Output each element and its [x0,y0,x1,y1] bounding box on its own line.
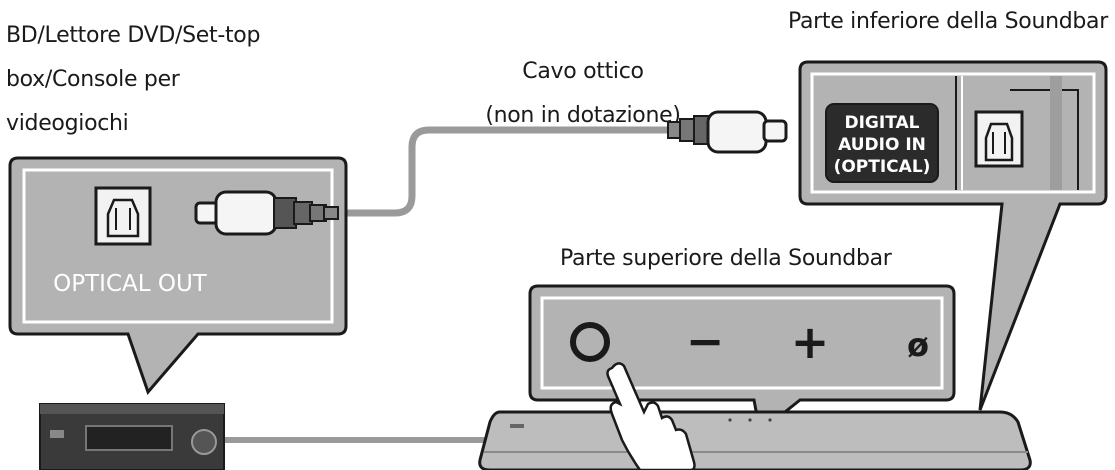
left-optical-plug [194,190,339,236]
optical-out-label: OPTICAL OUT [53,271,208,297]
soundbar-top-label: Parte superiore della Soundbar [560,246,892,271]
digital-audio-in-port-icon [974,110,1024,168]
digital-audio-in-line-1: DIGITAL [845,113,920,133]
source-device [39,403,225,470]
digital-audio-in-label-box: DIGITAL AUDIO IN (OPTICAL) [825,103,939,183]
device-label-line-1: BD/Lettore DVD/Set-top [6,23,261,48]
volume-up-button: + [791,315,830,369]
device-label-line-3: videogiochi [6,111,129,136]
digital-audio-in-line-3: (OPTICAL) [834,157,931,177]
cable-label-line-2: (non in dotazione) [485,103,681,128]
power-button-icon [570,322,610,362]
hand-icon [606,362,696,470]
right-optical-plug [667,110,788,154]
device-label: BD/Lettore DVD/Set-top box/Console per v… [6,14,260,146]
mute-button: ø [907,326,929,364]
optical-cable [336,126,672,217]
optical-port-icon [94,186,152,246]
cable-label-line-1: Cavo ottico [522,59,644,84]
digital-audio-in-line-2: AUDIO IN [838,135,926,155]
soundbar-body [478,410,1032,470]
cable-label: Cavo ottico (non in dotazione) [448,50,718,138]
soundbar-bottom-label: Parte inferiore della Soundbar [788,9,1108,34]
volume-down-button: − [686,314,725,368]
device-label-line-2: box/Console per [6,67,180,92]
